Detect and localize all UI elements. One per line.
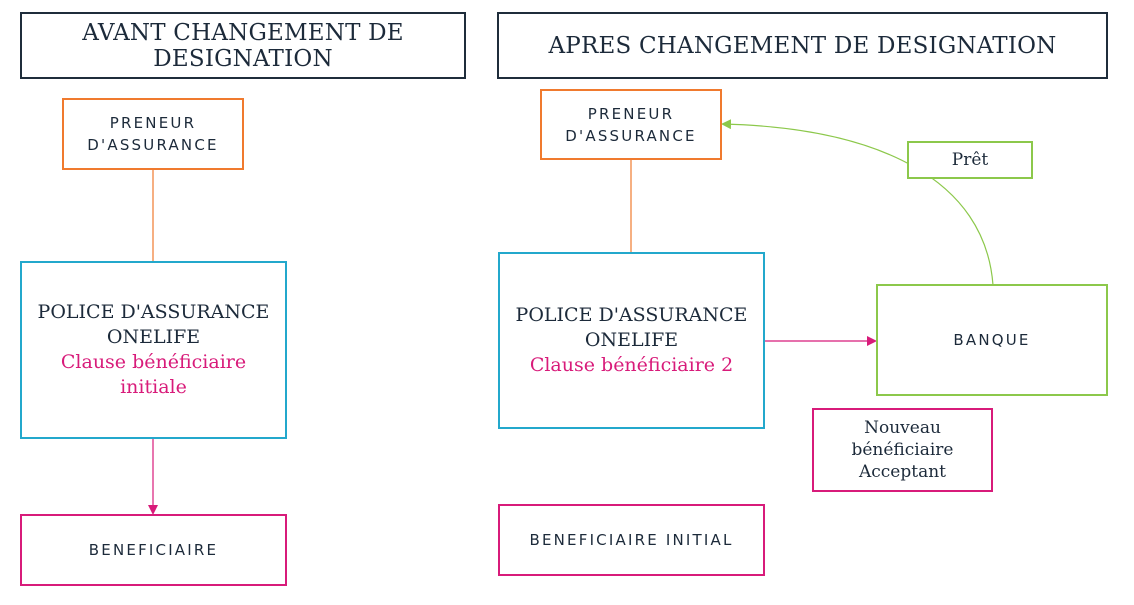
left-policy-line2: ONELIFE [106,326,201,348]
nouveau-line2: bénéficiaire [851,440,954,460]
banque-label: BANQUE [953,331,1031,349]
left-title-box: AVANT CHANGEMENT DE DESIGNATION [20,12,466,79]
left-policy-box: POLICE D'ASSURANCE ONELIFE Clause bénéfi… [20,261,287,439]
pret-box: Prêt [907,141,1033,179]
left-preneur-line2: D'ASSURANCE [87,136,219,154]
right-policy-line2: ONELIFE [584,329,679,351]
left-title-line1: AVANT CHANGEMENT DE [82,19,404,46]
right-policy-line1: POLICE D'ASSURANCE [515,304,748,326]
nouveau-beneficiaire-box: Nouveau bénéficiaire Acceptant [812,408,993,492]
left-clause-line1: Clause bénéficiaire [60,351,247,373]
pret-label: Prêt [951,150,989,170]
banque-box: BANQUE [876,284,1108,396]
beneficiaire-initial-label: BENEFICIAIRE INITIAL [529,531,734,549]
left-preneur-box: PRENEUR D'ASSURANCE [62,98,244,170]
right-title-box: APRES CHANGEMENT DE DESIGNATION [497,12,1108,79]
nouveau-line3: Acceptant [858,462,946,482]
right-clause: Clause bénéficiaire 2 [529,354,734,376]
left-title-line2: DESIGNATION [153,45,333,72]
left-preneur-line1: PRENEUR [109,114,197,132]
right-preneur-line1: PRENEUR [587,104,675,123]
right-preneur-box: PRENEUR D'ASSURANCE [540,89,722,160]
left-policy-line1: POLICE D'ASSURANCE [37,301,270,323]
left-clause-line2: initiale [120,376,187,398]
left-beneficiaire-box: BENEFICIAIRE [20,514,287,586]
right-preneur-line2: D'ASSURANCE [565,126,697,145]
right-policy-box: POLICE D'ASSURANCE ONELIFE Clause bénéfi… [498,252,765,429]
right-title: APRES CHANGEMENT DE DESIGNATION [548,32,1057,59]
nouveau-line1: Nouveau [864,418,941,438]
left-beneficiaire-label: BENEFICIAIRE [88,541,219,559]
beneficiaire-initial-box: BENEFICIAIRE INITIAL [498,504,765,576]
